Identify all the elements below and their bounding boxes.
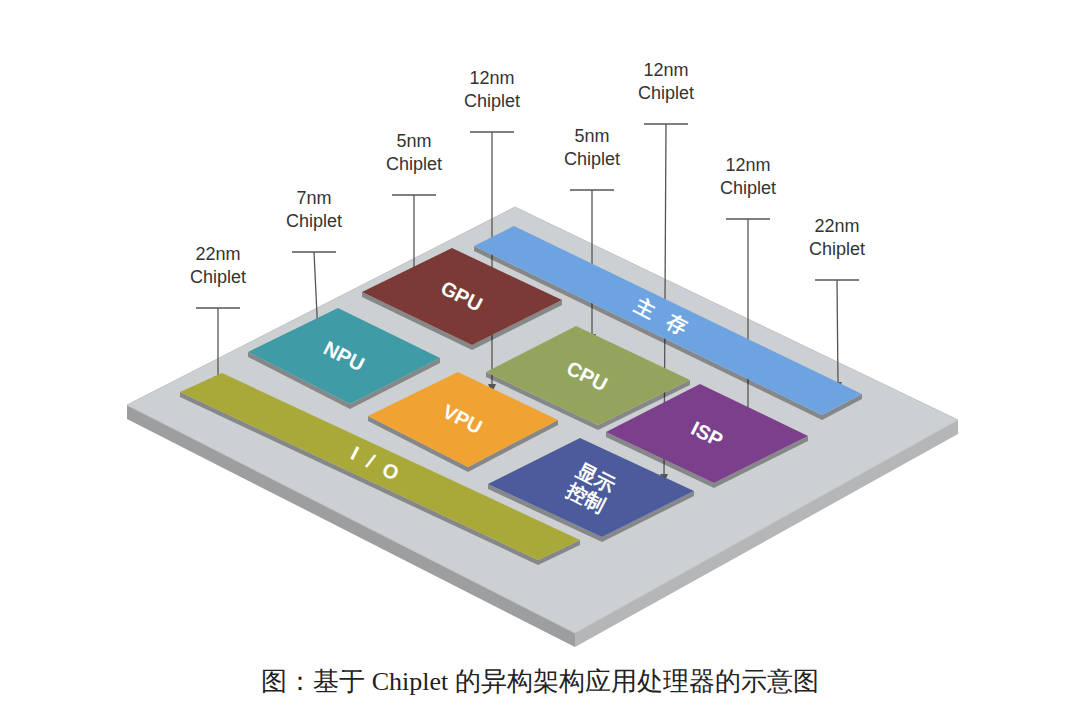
- io-chiplet: I/O: [180, 373, 580, 560]
- chiplet-top: [180, 373, 580, 560]
- process-node-label: 22nm Chiplet: [797, 215, 877, 262]
- chiplet-top: [368, 372, 558, 467]
- process-node-label: 7nm Chiplet: [274, 187, 354, 234]
- chiplet-top: [248, 308, 440, 404]
- display-chiplet: 显示控制: [488, 438, 694, 537]
- substrate: [127, 207, 958, 633]
- process-node-label: 12nm Chiplet: [452, 67, 532, 114]
- process-node-label: 12nm Chiplet: [708, 154, 788, 201]
- chiplet-top: [488, 438, 694, 537]
- vpu-chiplet: VPU: [368, 372, 558, 467]
- process-node-label: 5nm Chiplet: [552, 125, 632, 172]
- npu-chiplet: NPU: [248, 308, 440, 404]
- process-node-label: 12nm Chiplet: [626, 59, 706, 106]
- figure-caption: 图：基于 Chiplet 的异构架构应用处理器的示意图: [0, 664, 1080, 699]
- process-node-label: 22nm Chiplet: [178, 243, 258, 290]
- process-node-label: 5nm Chiplet: [374, 130, 454, 177]
